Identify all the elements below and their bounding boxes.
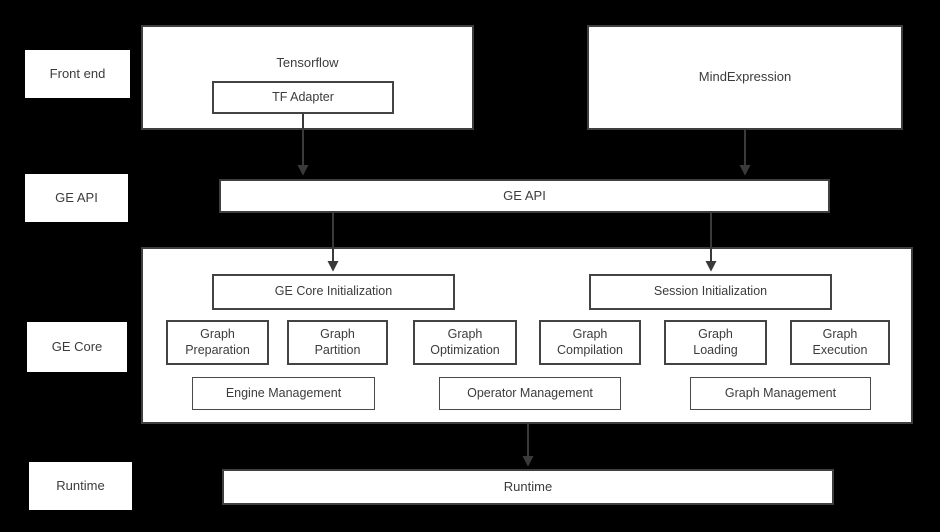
graph-optimization-label: Graph Optimization	[430, 326, 500, 357]
session-initialization-label: Session Initialization	[653, 284, 768, 299]
ge-core-initialization-label: GE Core Initialization	[274, 284, 393, 299]
tier-label-ge-api: GE API	[25, 174, 128, 222]
tier-label-text: Front end	[49, 65, 106, 81]
graph-preparation-box[interactable]: Graph Preparation	[166, 320, 269, 365]
operator-management-box[interactable]: Operator Management	[439, 377, 621, 410]
tier-label-runtime: Runtime	[29, 462, 132, 510]
tier-label-text: GE Core	[51, 338, 103, 354]
session-initialization-box[interactable]: Session Initialization	[589, 274, 832, 310]
graph-optimization-box[interactable]: Graph Optimization	[413, 320, 517, 365]
graph-execution-label: Graph Execution	[812, 326, 868, 357]
tier-label-ge-core: GE Core	[27, 322, 127, 372]
graph-loading-box[interactable]: Graph Loading	[664, 320, 767, 365]
tf-adapter-label: TF Adapter	[272, 89, 334, 104]
mindexpression-container[interactable]: MindExpression	[587, 25, 903, 130]
graph-partition-label: Graph Partition	[314, 326, 361, 357]
ge-api-bar-label: GE API	[503, 187, 546, 203]
graph-compilation-box[interactable]: Graph Compilation	[539, 320, 641, 365]
graph-partition-box[interactable]: Graph Partition	[287, 320, 388, 365]
tier-label-text: GE API	[55, 189, 98, 205]
tf-adapter-box[interactable]: TF Adapter	[212, 81, 394, 114]
tensorflow-container[interactable]: Tensorflow	[141, 25, 474, 130]
engine-management-label: Engine Management	[225, 385, 342, 400]
tensorflow-title: Tensorflow	[276, 55, 339, 70]
ge-api-bar[interactable]: GE API	[219, 179, 830, 213]
graph-management-label: Graph Management	[724, 385, 837, 400]
graph-compilation-label: Graph Compilation	[556, 326, 623, 357]
graph-preparation-label: Graph Preparation	[185, 326, 250, 357]
runtime-bar-label: Runtime	[503, 478, 553, 494]
mindexpression-title: MindExpression	[698, 69, 792, 85]
graph-loading-label: Graph Loading	[693, 326, 738, 357]
engine-management-box[interactable]: Engine Management	[192, 377, 375, 410]
ge-core-initialization-box[interactable]: GE Core Initialization	[212, 274, 455, 310]
graph-management-box[interactable]: Graph Management	[690, 377, 871, 410]
tier-label-front-end: Front end	[25, 50, 130, 98]
runtime-bar[interactable]: Runtime	[222, 469, 834, 505]
operator-management-label: Operator Management	[467, 385, 593, 400]
tier-label-text: Runtime	[56, 477, 105, 493]
graph-execution-box[interactable]: Graph Execution	[790, 320, 890, 365]
